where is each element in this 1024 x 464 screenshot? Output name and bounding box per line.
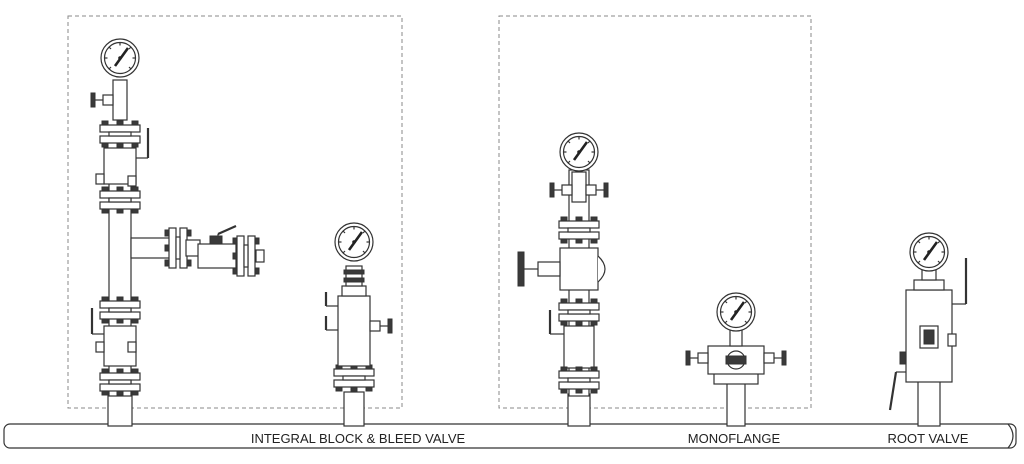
monoflange-group-outline bbox=[498, 15, 812, 409]
pressure-gauge-icon bbox=[908, 231, 950, 273]
ibbv-group-outline bbox=[67, 15, 403, 409]
ibbv-assembly-secondary bbox=[324, 221, 393, 427]
ibbv-assembly-main bbox=[90, 37, 265, 427]
monoflange-assembly-tall bbox=[517, 131, 609, 427]
label-root-valve: ROOT VALVE bbox=[888, 431, 969, 446]
pressure-gauge-icon bbox=[558, 131, 600, 173]
flange-icon bbox=[99, 368, 141, 396]
needle-valve-icon bbox=[369, 318, 393, 334]
label-monoflange: MONOFLANGE bbox=[688, 431, 781, 446]
flange-icon bbox=[558, 216, 600, 244]
needle-valve-icon bbox=[585, 182, 609, 198]
header-pipe bbox=[3, 423, 1017, 449]
flange-icon bbox=[558, 298, 600, 326]
flange-icon bbox=[333, 364, 375, 392]
label-ibbv: INTEGRAL BLOCK & BLEED VALVE bbox=[251, 431, 466, 446]
flange-icon bbox=[558, 366, 600, 394]
needle-valve-icon bbox=[685, 350, 709, 366]
needle-valve-icon bbox=[763, 350, 787, 366]
pressure-gauge-icon bbox=[715, 291, 757, 333]
pressure-gauge-icon bbox=[333, 221, 375, 263]
monoflange-assembly bbox=[685, 291, 787, 427]
flange-icon bbox=[232, 235, 260, 277]
root-valve-assembly bbox=[888, 231, 968, 427]
flange-icon bbox=[99, 120, 141, 148]
needle-valve-icon bbox=[549, 182, 573, 198]
needle-valve-icon bbox=[90, 92, 114, 108]
pressure-gauge-icon bbox=[99, 37, 141, 79]
flange-icon bbox=[99, 296, 141, 324]
flange-icon bbox=[99, 186, 141, 214]
